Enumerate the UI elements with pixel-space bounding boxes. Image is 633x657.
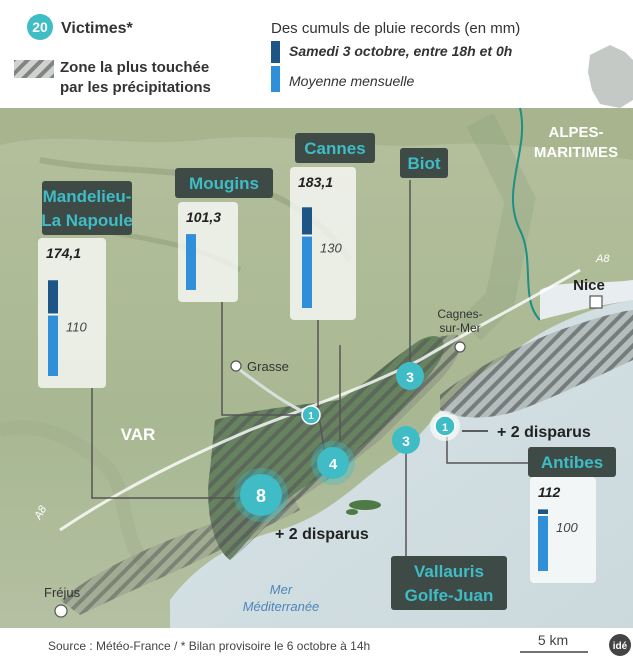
- place-label-frejus: Fréjus: [44, 585, 81, 600]
- nice-marker: [589, 295, 603, 309]
- rain-bar-monthly-4: [538, 516, 548, 571]
- monthly-swatch: [271, 66, 280, 92]
- station-label-3: Biot: [407, 154, 440, 173]
- station-label-bg-5[interactable]: [391, 556, 507, 610]
- record-legend-label: Samedi 3 octobre, entre 18h et 0h: [289, 43, 512, 59]
- victims-count: 20: [32, 19, 48, 35]
- victim-markers: 8 4 3 3 1 1: [234, 362, 460, 522]
- connector-lines: [91, 180, 528, 556]
- missing-antibes: + 2 disparus: [497, 424, 591, 441]
- sea-label-2: Méditerranée: [243, 599, 320, 614]
- rain-record-value-1: 101,3: [186, 209, 221, 225]
- rain-record-value-2: 183,1: [298, 174, 333, 190]
- rain-bar-monthly-0: [48, 315, 58, 376]
- victim-marker-3-vallauris: [392, 426, 420, 454]
- victims-badge: [27, 14, 53, 40]
- rain-record-value-4: 112: [538, 484, 561, 500]
- victims-label: Victimes*: [61, 20, 134, 37]
- rain-bar-divider-2: [302, 234, 312, 237]
- cagnes-marker: [454, 341, 466, 353]
- station-label-0: Mandelieu-La Napoule: [41, 187, 133, 230]
- sea-label-1: Mer: [270, 582, 293, 597]
- connector-mandelieu: [91, 388, 240, 499]
- frejus-marker: [54, 604, 68, 618]
- rain-monthly-value-2: 130: [320, 241, 342, 256]
- victim-marker-8: [240, 474, 282, 516]
- france-mini-map: [588, 45, 633, 108]
- rain-panels: Mandelieu-La Napoule 174,1 110 Mougins 101,3…: [38, 133, 616, 610]
- victim-marker-3-biot: [396, 362, 424, 390]
- victim-count-3-vallauris: 3: [402, 433, 410, 449]
- missing-cannes: + 2 disparus: [275, 526, 369, 543]
- zone-label-1: Zone la plus touchée: [60, 59, 209, 76]
- station-label-bg-3[interactable]: [400, 148, 448, 178]
- victim-marker-1-antibes: [434, 415, 456, 437]
- victim-count-8: 8: [256, 486, 266, 506]
- victim-count-1-mougins: 1: [308, 411, 314, 422]
- rain-bar-monthly-2: [302, 236, 312, 308]
- scale-label: 5 km: [538, 632, 568, 648]
- zone-label-2: par les précipitations: [60, 79, 211, 96]
- station-label-bg-0[interactable]: [42, 181, 132, 235]
- legend: 20 Victimes* Zone la plus touchée par le…: [14, 14, 520, 96]
- nice-urban-area: [540, 280, 633, 320]
- rain-bar-fill-1: [186, 234, 196, 290]
- station-label-bg-2[interactable]: [295, 133, 375, 163]
- victim-marker-4: [317, 447, 349, 479]
- station-label-bg-1[interactable]: [175, 168, 273, 198]
- rain-title: Des cumuls de pluie records (en mm): [271, 20, 520, 37]
- rain-bar-divider-4: [538, 514, 548, 516]
- region-label-var: VAR: [121, 425, 156, 444]
- lerins-island-small: [346, 509, 358, 515]
- station-label-4: Antibes: [541, 453, 603, 472]
- connector-mougins: [221, 302, 308, 416]
- station-label-bg-4[interactable]: [528, 447, 616, 477]
- logo: [609, 634, 631, 656]
- logo-text: idé: [613, 641, 628, 652]
- victim-marker-1-mougins: [301, 405, 321, 425]
- grasse-marker: [230, 360, 242, 372]
- station-label-1: Mougins: [189, 174, 259, 193]
- road-label-a8-east: A8: [595, 253, 610, 265]
- zone-hatch-swatch: [14, 60, 54, 78]
- victim-count-3-biot: 3: [406, 369, 414, 385]
- rain-monthly-value-4: 100: [556, 520, 578, 535]
- victim-count-4: 4: [329, 456, 338, 473]
- department-border: [511, 107, 541, 321]
- rain-bar-divider-0: [48, 313, 58, 316]
- lerins-island: [349, 500, 381, 510]
- source-note: Source : Météo-France / * Bilan provisoi…: [48, 639, 370, 653]
- victim-count-1-antibes: 1: [442, 422, 448, 434]
- rain-record-value-0: 174,1: [46, 245, 81, 261]
- place-label-cagnes: Cagnes-sur-Mer: [437, 307, 482, 335]
- monthly-legend-label: Moyenne mensuelle: [289, 73, 415, 89]
- place-label-nice: Nice: [573, 277, 605, 294]
- region-label-alpes-maritimes: ALPES-MARITIMES: [534, 124, 618, 161]
- roads: [59, 268, 581, 532]
- record-swatch: [271, 41, 280, 63]
- rain-monthly-value-0: 110: [66, 320, 87, 335]
- station-label-2: Cannes: [304, 139, 365, 158]
- place-label-grasse: Grasse: [247, 359, 289, 374]
